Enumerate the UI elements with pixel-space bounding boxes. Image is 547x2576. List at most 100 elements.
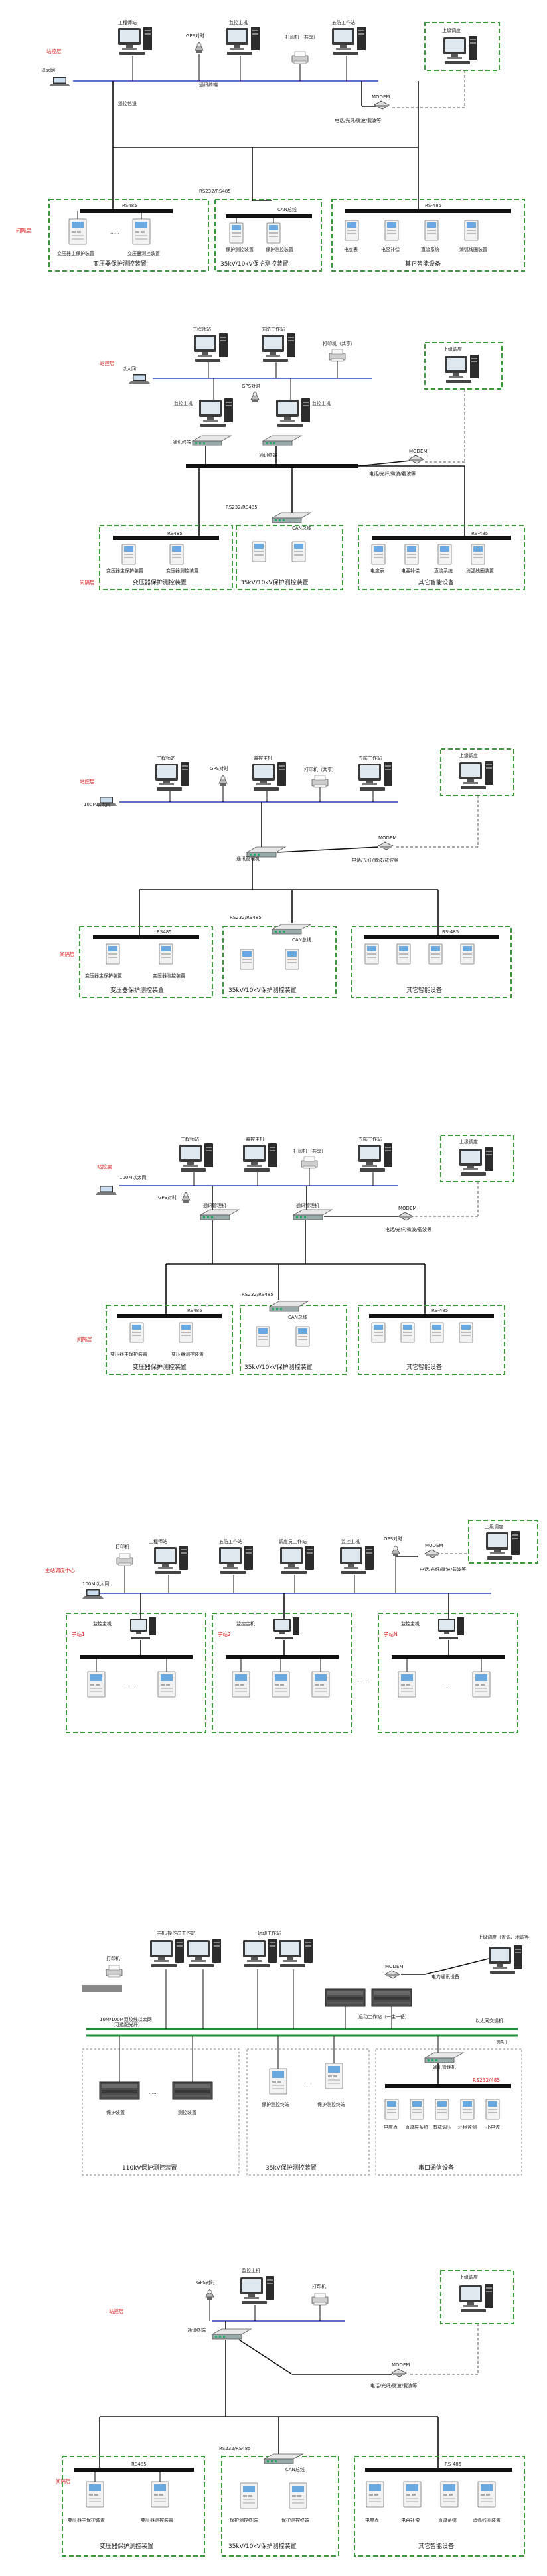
rs485b-label-3: RS-485: [442, 929, 459, 935]
printer-icon-5: [116, 1553, 133, 1566]
dc-icon-7: [440, 2481, 459, 2508]
remote-ws-label-4: 五防工作站: [358, 1136, 382, 1142]
cap-icon-3: [396, 943, 411, 965]
rs485-label-4: RS485: [187, 1308, 202, 1313]
other-group-label-3: 其它智能设备: [406, 986, 442, 994]
host-icon-4: [243, 1143, 277, 1172]
remote-panel-label-6: 远动工作站（一主一备）: [358, 2014, 410, 2020]
remote-ws-label-5: 五防工作站: [219, 1538, 242, 1544]
dispatch-box-7: [440, 2270, 514, 2324]
host-a-icon-2: [199, 398, 233, 427]
modem-note-7: 电话/光纤/微波/载波等: [370, 2383, 417, 2389]
can-switch-icon-3: [272, 924, 311, 935]
coil-icon-3: [460, 943, 475, 965]
printer-icon-6: [106, 1965, 123, 1978]
modem-label-7: MODEM: [392, 2362, 410, 2368]
dispatch-icon-5: [486, 1531, 520, 1560]
other-group-box-3: [351, 926, 512, 998]
modem-icon: [374, 100, 390, 110]
switch-label-3: 通讯管理机: [236, 856, 260, 862]
dispatch-label-5: 上级调度: [485, 1524, 503, 1530]
sub1-label: 子站1: [72, 1631, 85, 1637]
dev5-label-6: 小电流: [486, 2124, 500, 2130]
gps-icon-7: [205, 2289, 214, 2300]
rs232-label-7: RS232/RS485: [219, 2446, 251, 2451]
substation-1-box: [66, 1613, 206, 1733]
subn-dots: ……: [441, 1682, 450, 1688]
printer-label-7: 打印机: [312, 2283, 326, 2289]
modem-label-5: MODEM: [425, 1543, 443, 1548]
remote-workstation-icon: [332, 27, 366, 55]
dots-35: ……: [304, 2083, 313, 2089]
transformer-measure-icon: [132, 218, 151, 245]
printer-label-4: 打印机（共享）: [293, 1148, 326, 1154]
host-computer-label: 监控主机: [229, 19, 248, 25]
prot2-label-6: 保护测控终端: [262, 2101, 289, 2107]
channel-label: 遥控信道: [118, 100, 137, 106]
can-label-7: CAN总线: [285, 2466, 305, 2472]
rs485-label-3: RS485: [157, 929, 172, 935]
can-switch-icon-7: [264, 2453, 303, 2464]
modem-icon-7: [391, 2368, 407, 2377]
sub2-device-a-icon: [232, 1671, 250, 1698]
subn-host-label: 监控主机: [401, 1621, 420, 1627]
cap-icon-2: [404, 544, 419, 565]
feeder-b-icon-7: [289, 2482, 307, 2509]
group-110kv-box: [82, 2048, 240, 2176]
tx-prot-icon-2: [121, 544, 136, 565]
rs485-label-2: RS485: [167, 531, 183, 536]
dispatch-icon-3: [459, 761, 493, 789]
printer-label: 打印机（共享）: [285, 34, 318, 40]
modem-note-5: 电话/光纤/微波/载波等: [420, 1566, 466, 1572]
rs485-label-6: RS232/485: [473, 2077, 500, 2083]
dots-110: ……: [149, 2090, 158, 2095]
dev3-label-6: 有载调压: [433, 2124, 451, 2130]
transformer-protection-icon: [68, 218, 87, 245]
laptop-icon-2: [129, 374, 150, 384]
dispatch-icon-6: [489, 1945, 522, 1974]
gps-label-7: GPS对时: [196, 2279, 215, 2285]
modem-icon-4: [398, 1212, 414, 1221]
zone-station-label-2: 站控层: [100, 360, 115, 366]
engineer-ws-label-4: 工程师站: [181, 1136, 199, 1142]
tx-group-box-7: [62, 2456, 205, 2557]
gps-icon: [195, 42, 204, 54]
rs232-label-2: RS232/RS485: [226, 505, 258, 510]
feeder-a-icon-7: [240, 2482, 258, 2509]
tx-meas-icon-4: [179, 1322, 193, 1343]
dev4-label: 消弧线圈装置: [459, 246, 487, 252]
other-group-label-2: 其它智能设备: [418, 578, 454, 586]
substation-n-box: [378, 1613, 518, 1733]
diagram-7: 站控层 间隔层 监控主机 GPS对时 打印机 通讯终端 上级调度 MODEM 电…: [56, 2267, 525, 2557]
dev3-label-2: 直流系统: [434, 568, 453, 574]
comm-terminal-icon-7: [212, 2328, 252, 2340]
gps-icon-3: [218, 775, 228, 787]
printer-icon: [291, 51, 309, 64]
sub1-host-icon: [130, 1617, 156, 1639]
zone-bay-label-7: 间隔层: [56, 2478, 71, 2484]
feeder-group-box: [214, 199, 322, 272]
ethernet-label-5: 100M以太网: [82, 1581, 109, 1587]
between-dots: ……: [357, 1678, 368, 1684]
dev4-label-7: 消弧线圈装置: [473, 2517, 501, 2523]
sub1-device-b-icon: [157, 1671, 176, 1698]
zone-bay-label: 间隔层: [16, 228, 31, 234]
tx-group-box-3: [79, 926, 213, 998]
switch-label-6: 以太网交换机: [475, 2018, 503, 2024]
tx-measure-label: 变压器测控装置: [127, 250, 160, 256]
engineer-ws-icon-5: [154, 1546, 188, 1574]
tx-prot-icon-3: [106, 943, 120, 965]
remote-ws-icon-5: [219, 1546, 253, 1574]
dc-icon-3: [428, 943, 443, 965]
can-label-4: CAN总线: [288, 1314, 307, 1320]
can-label-3: CAN总线: [292, 937, 311, 943]
tx-group-box-2: [99, 525, 233, 590]
printer-icon-3: [311, 775, 329, 788]
other-group-label: 其它智能设备: [405, 260, 441, 268]
meter-icon-3: [364, 943, 379, 965]
feeder-a-icon-4: [256, 1326, 270, 1347]
subn-device-a-icon: [398, 1671, 416, 1698]
printer-label-2: 打印机（共享）: [323, 341, 355, 347]
engineer-ws-label-2: 工程师站: [193, 326, 211, 332]
group-110kv-label: 110kV保护测控装置: [122, 2164, 177, 2172]
